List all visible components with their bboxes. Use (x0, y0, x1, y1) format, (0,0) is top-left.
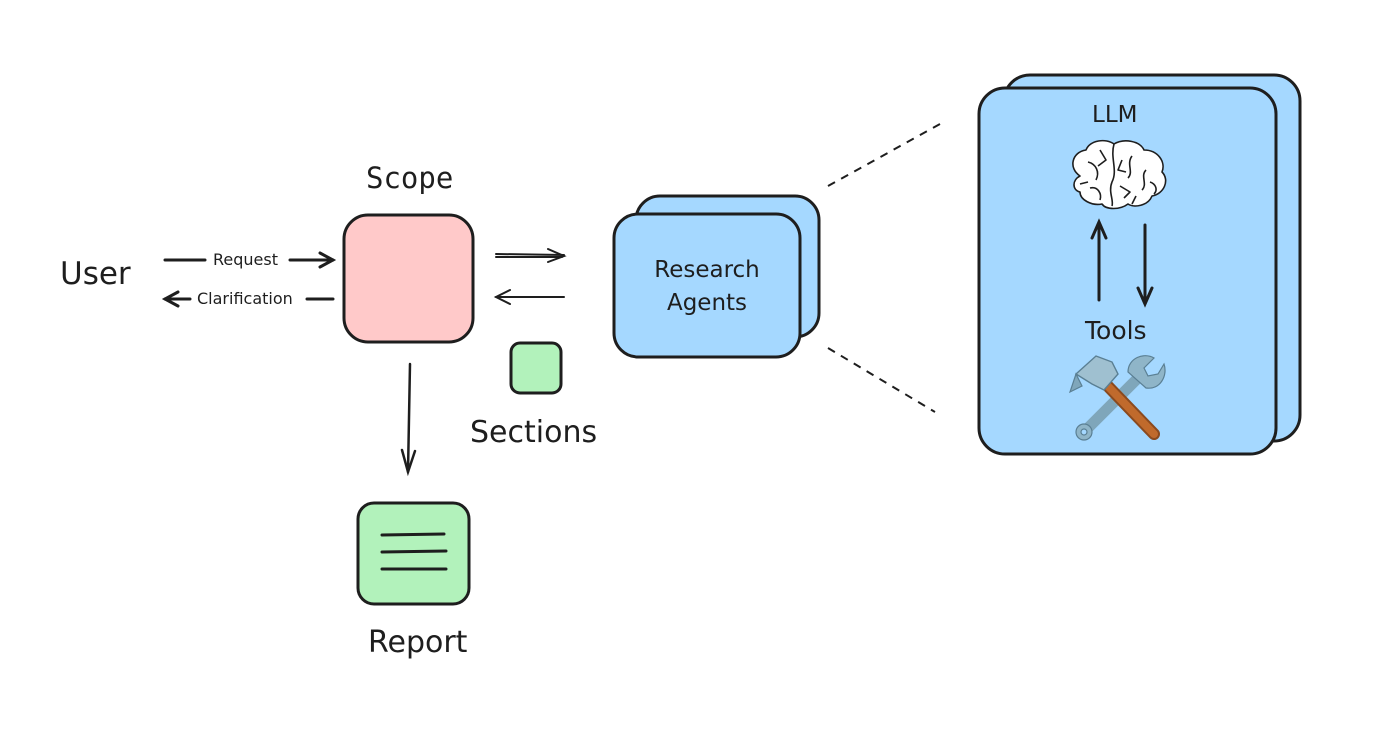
section-box (509, 341, 563, 395)
report-lines-icon (380, 532, 448, 571)
llm-label: LLM (1092, 102, 1138, 128)
report-label: Report (368, 625, 468, 660)
zoom-dashed-lines (827, 123, 941, 413)
request-label: Request (213, 250, 278, 269)
tools-label: Tools (1085, 316, 1147, 345)
research-agents-label-line2: Agents (666, 290, 748, 316)
report-box (356, 501, 471, 606)
scope-label: Scope (366, 161, 454, 195)
scope-to-agents-arrow (495, 248, 567, 263)
scope-to-report-arrow (400, 362, 417, 477)
clarification-label: Clarification (197, 289, 293, 308)
brain-icon (1072, 139, 1167, 210)
tools-to-llm-arrow (1090, 218, 1108, 302)
research-agents-label-line1: Research (654, 257, 760, 283)
research-agent-card-front (612, 212, 802, 359)
llm-to-tools-arrow (1136, 223, 1154, 308)
clarification-arrow (161, 290, 335, 308)
request-arrow (163, 251, 337, 269)
hammer-and-wrench-icon (1068, 355, 1166, 441)
scope-box (342, 213, 475, 344)
agent-detail-card-front (977, 86, 1278, 456)
research-agents-label: Research Agents (614, 254, 800, 320)
sections-label: Sections (470, 415, 598, 450)
user-label: User (60, 256, 131, 292)
agents-to-scope-arrow (493, 289, 565, 305)
